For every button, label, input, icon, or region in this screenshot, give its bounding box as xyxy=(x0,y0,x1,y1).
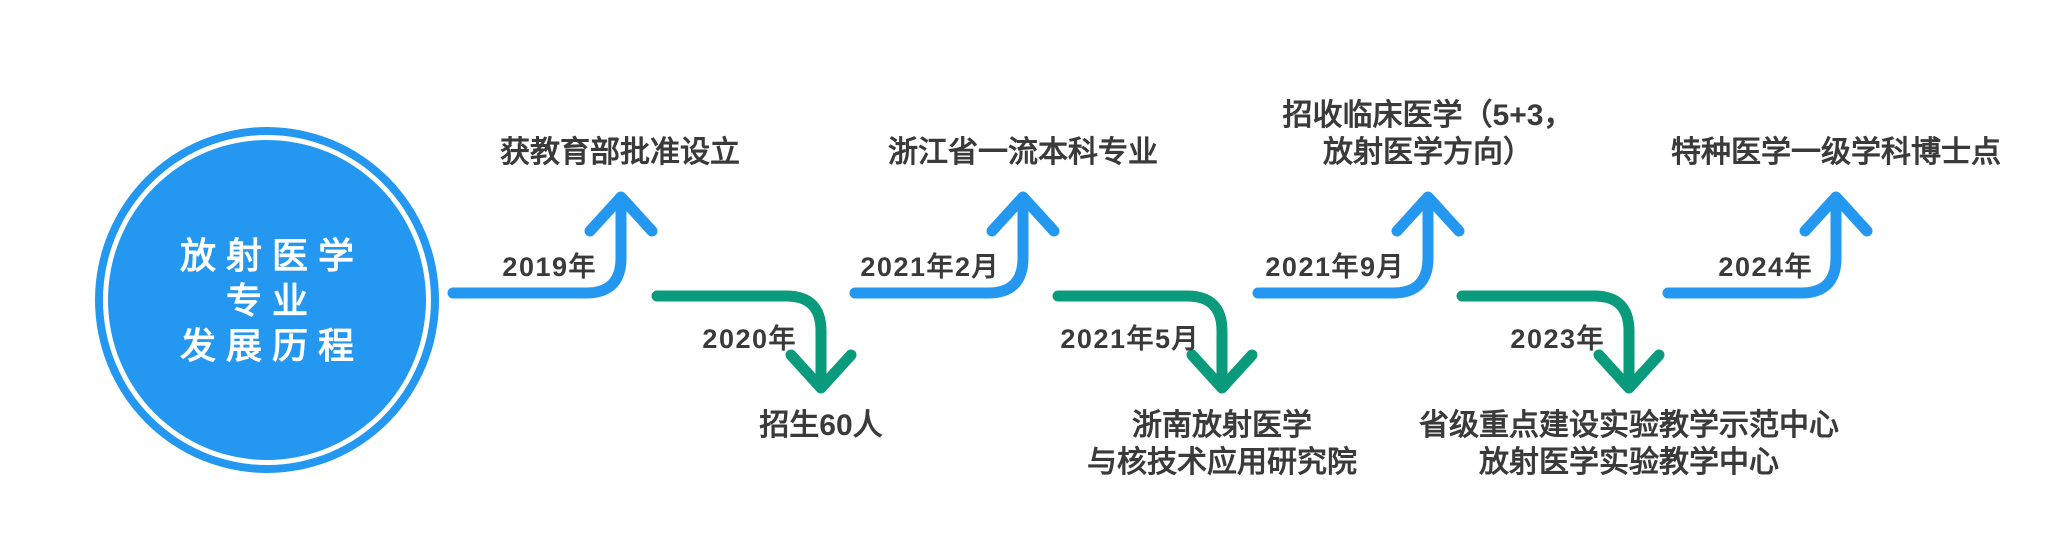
arrow-up-2021-09-icon xyxy=(1252,191,1465,299)
arrow-up-2021-02-icon xyxy=(849,191,1060,299)
arrow-up-2024-icon xyxy=(1662,191,1873,299)
milestone-label-2019: 获教育部批准设立 xyxy=(500,136,740,169)
year-label-2024: 2024年 xyxy=(1718,252,1813,282)
arrow-down-2023-icon xyxy=(1456,290,1665,394)
milestone-label-2021-09: 招收临床医学（5+3， 放射医学方向） xyxy=(1282,99,1574,169)
milestone-label-2021-05: 浙南放射医学 与核技术应用研究院 xyxy=(1087,409,1357,479)
year-label-2019: 2019年 xyxy=(502,252,597,282)
milestone-label-2020: 招生60人 xyxy=(759,409,883,442)
milestone-label-2024: 特种医学一级学科博士点 xyxy=(1671,136,2001,169)
diagram-title: 放射医学 专业 发展历程 xyxy=(170,233,364,368)
title-line: 专业 xyxy=(225,279,318,321)
arrow-down-2020-icon xyxy=(651,290,857,394)
title-circle: 放射医学 专业 发展历程 xyxy=(95,127,439,473)
arrow-down-2021-05-icon xyxy=(1052,290,1258,394)
year-label-2020: 2020年 xyxy=(702,324,797,354)
year-label-2021-09: 2021年9月 xyxy=(1265,252,1405,282)
milestone-label-2023: 省级重点建设实验教学示范中心 放射医学实验教学中心 xyxy=(1419,409,1839,479)
year-label-2021-02: 2021年2月 xyxy=(860,252,1000,282)
year-label-2023: 2023年 xyxy=(1510,324,1605,354)
title-line: 发展历程 xyxy=(179,324,364,366)
milestone-label-2021-02: 浙江省一流本科专业 xyxy=(888,136,1158,169)
arrow-up-2019-icon xyxy=(447,191,658,299)
year-label-2021-05: 2021年5月 xyxy=(1060,324,1200,354)
title-line: 放射医学 xyxy=(179,234,364,276)
